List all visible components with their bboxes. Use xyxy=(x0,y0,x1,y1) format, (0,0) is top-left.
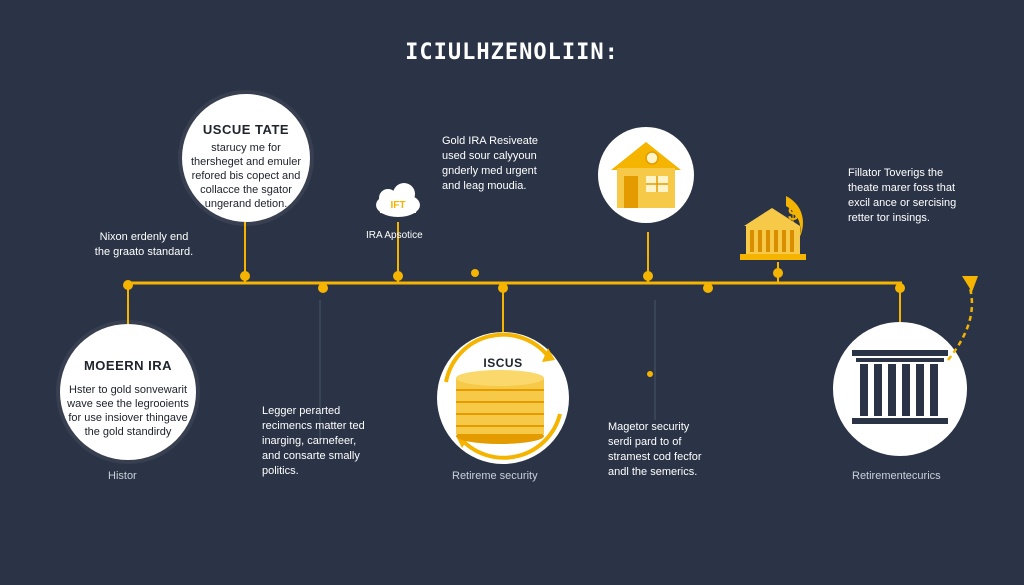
gold-ira-line: Gold IRA Resiveate xyxy=(442,135,538,147)
timeline-dot xyxy=(643,271,653,281)
timeline-dot xyxy=(393,271,403,281)
modern-ira-line: for use insiover thingave xyxy=(68,412,188,424)
timeline-dot xyxy=(498,283,508,293)
retirementecurics-label: Retirementecurics xyxy=(852,470,941,482)
fillator-line: excil ance or sercising xyxy=(848,197,957,209)
timeline-dot xyxy=(703,283,713,293)
rescue-tate-title: USCUE TATE xyxy=(202,122,290,137)
gold-ira-line: used sour calyyoun xyxy=(442,150,537,162)
fillator-line: retter tor insings. xyxy=(848,212,930,224)
legger-text: Legger perarted recimencs matter ted ina… xyxy=(262,404,402,479)
rescue-tate-line: refored bis copect and xyxy=(191,170,301,182)
magetor-line: andl the semerics. xyxy=(608,466,698,478)
histor-label: Histor xyxy=(108,470,137,482)
gold-ira-text: Gold IRA Resiveate used sour calyyoun gn… xyxy=(442,134,582,194)
timeline-dot xyxy=(318,283,328,293)
magetor-line: Magetor security xyxy=(608,421,690,433)
circle-rescue-tate xyxy=(182,94,310,222)
timeline-dot xyxy=(647,371,653,377)
magetor-text: Magetor security serdi pard to of strame… xyxy=(608,420,748,480)
modern-ira-title: MOEERN IRA xyxy=(83,358,173,373)
bank-dollar-icon: $ xyxy=(740,196,806,260)
nixon-text: Nixon erdenly end the graato standard. xyxy=(84,230,204,260)
legger-line: Legger perarted xyxy=(262,405,341,417)
magetor-line: stramest cod fecfor xyxy=(608,451,702,463)
fillator-text: Fillator Toverigs the theate marer foss … xyxy=(848,166,998,226)
timeline-dot xyxy=(123,280,133,290)
timeline-dot xyxy=(895,283,905,293)
fillator-line: Fillator Toverigs the xyxy=(848,167,944,179)
gold-ira-line: gnderly med urgent xyxy=(442,165,537,177)
rescue-tate-line: ungerand detion. xyxy=(204,198,288,210)
rescue-tate-line: collacce the sgator xyxy=(200,184,292,196)
legger-line: politics. xyxy=(262,465,299,477)
nixon-line: the graato standard. xyxy=(94,246,194,258)
cloud-badge: IFT xyxy=(390,200,406,211)
timeline-dot xyxy=(773,268,783,278)
gold-ira-line: and leag moudia. xyxy=(442,180,527,192)
nixon-line: Nixon erdenly end xyxy=(99,231,189,243)
legger-line: recimencs matter ted xyxy=(262,420,365,432)
timeline-dot xyxy=(240,271,250,281)
modern-ira-block: MOEERN IRA Hster to gold sonvewarit wave… xyxy=(60,358,196,439)
rescue-tate-line: thersheget and emuler xyxy=(190,156,302,168)
timeline-dot xyxy=(471,269,479,277)
pillars-icon xyxy=(833,322,967,456)
svg-text:$: $ xyxy=(788,204,798,224)
circle-modern-ira xyxy=(60,324,196,460)
iscus-title: ISCUS xyxy=(483,356,523,370)
gold-coins-icon xyxy=(437,332,569,464)
modern-ira-line: wave see the legrooients xyxy=(67,398,189,410)
cloud-icon xyxy=(376,183,420,217)
modern-ira-line: the gold standirdy xyxy=(84,426,172,438)
fillator-line: theate marer foss that xyxy=(848,182,955,194)
magetor-line: serdi pard to of xyxy=(608,436,682,448)
page-title: ICIULHZENOLIIN: xyxy=(405,40,619,65)
legger-line: inarging, carnefeer, xyxy=(262,435,357,447)
house-icon xyxy=(598,127,694,223)
modern-ira-line: Hster to gold sonvewarit xyxy=(69,384,187,396)
rescue-tate-block: USCUE TATE starucy me for thersheget and… xyxy=(182,122,310,211)
legger-line: and consarte smally xyxy=(262,450,360,462)
retirement-security-label: Retireme security xyxy=(452,470,538,482)
curved-arrow-icon xyxy=(947,276,978,361)
cloud-caption: IRA Apsotice xyxy=(366,230,423,241)
rescue-tate-line: starucy me for xyxy=(211,142,281,154)
